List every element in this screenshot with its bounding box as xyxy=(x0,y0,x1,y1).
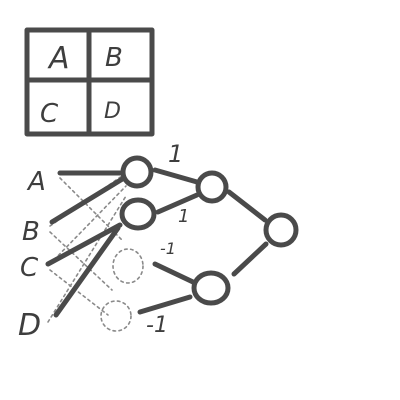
grid-cell-d: D xyxy=(104,99,121,124)
input-label-c: C xyxy=(20,253,39,283)
node-hidden-2 xyxy=(119,197,157,231)
dashed-edge-c-h1 xyxy=(49,185,127,265)
grid-cell-c: C xyxy=(40,99,59,129)
grid-cell-a: A xyxy=(47,41,70,76)
edge-h3-m2 xyxy=(152,261,196,285)
output-layer xyxy=(263,212,299,248)
weight-label-top-right: 1 xyxy=(168,140,183,168)
node-hidden-3-dashed xyxy=(112,248,144,284)
middle-layer xyxy=(191,170,231,306)
edge-c-h2 xyxy=(45,222,123,267)
input-labels: A B C D xyxy=(18,167,46,343)
dashed-edge-b-h4 xyxy=(49,231,113,291)
node-output xyxy=(263,212,299,248)
input-label-a: A xyxy=(26,167,46,197)
dashed-edge-c-h4 xyxy=(49,269,109,316)
grid-cell-b: B xyxy=(105,43,123,73)
node-middle-2 xyxy=(191,270,231,306)
edge-h4-m2 xyxy=(137,294,193,315)
input-label-d: D xyxy=(18,308,41,343)
edge-m2-out xyxy=(231,241,269,277)
weight-labels: 1 1 -1 -1 xyxy=(146,140,189,338)
layer2-connections xyxy=(137,167,200,315)
output-connections xyxy=(226,189,269,277)
weight-label-bottom-lower: -1 xyxy=(146,313,168,338)
edge-h2-m1 xyxy=(155,192,200,215)
node-hidden-4-dashed xyxy=(100,300,132,332)
input-label-b: B xyxy=(22,217,40,247)
node-hidden-1 xyxy=(120,155,154,189)
dashed-edge-d-h1 xyxy=(47,195,127,323)
edge-m1-out xyxy=(226,189,268,223)
edge-h1-m1 xyxy=(152,167,200,185)
weight-label-top-lower: 1 xyxy=(178,206,189,227)
node-middle-1 xyxy=(195,170,229,204)
grid-table: A B C D xyxy=(24,27,155,137)
edge-d-h2 xyxy=(53,225,121,318)
weight-label-bottom-upper: -1 xyxy=(160,239,176,258)
edge-b-h1 xyxy=(49,175,127,225)
hidden-layer xyxy=(100,155,157,332)
input-connections xyxy=(45,170,127,318)
